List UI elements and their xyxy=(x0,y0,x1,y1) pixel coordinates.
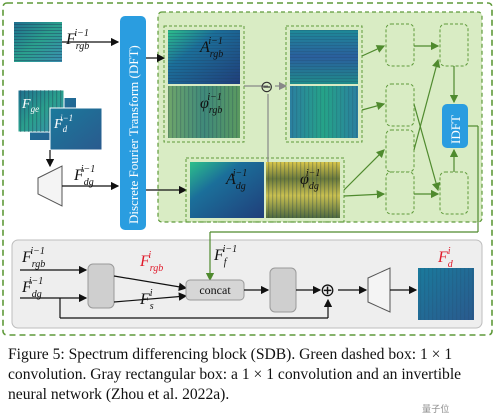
dft-label: Discrete Fourier Transform (DFT) xyxy=(126,45,141,224)
label-f-d: Fdi−1 xyxy=(53,113,73,134)
figure-caption: Figure 5: Spectrum differencing block (S… xyxy=(8,346,462,403)
sdb-diagram: Frgbi−1 Fge Fdi−1 Fdgi−1 Discrete Fourie… xyxy=(2,2,493,336)
label-f-d-out: Fdi xyxy=(437,246,454,270)
label-a-dg: Adgi−1 xyxy=(225,168,247,192)
subtract-operator: ⊖ xyxy=(260,79,273,96)
label-f-rgb-input: Frgbi−1 xyxy=(65,28,89,52)
label-f-ge: Fge xyxy=(21,97,39,114)
label-f-rgb-bottom: Frgbi−1 xyxy=(21,246,45,270)
label-phi-dg: φdgi−1 xyxy=(300,168,320,192)
inn-block-1 xyxy=(87,263,115,309)
amplitude-dg-map xyxy=(190,162,264,218)
label-a-rgb: Argbi−1 xyxy=(199,36,223,60)
label-phi-rgb: φrgbi−1 xyxy=(200,92,222,116)
conv-boxes xyxy=(385,23,469,215)
idft-block xyxy=(442,104,468,148)
inn-block-2 xyxy=(269,267,297,313)
difference-spectra-group xyxy=(285,25,363,143)
label-f-f: Ffi−1 xyxy=(213,244,237,268)
conv-box-6 xyxy=(439,171,469,215)
fusion-trapezoid xyxy=(37,165,63,207)
gray-panel xyxy=(11,239,483,329)
dft-block xyxy=(120,16,146,230)
label-f-rgb-out: Frgbi xyxy=(139,250,163,274)
watermark: 量子位 xyxy=(422,405,450,415)
concat-label: concat xyxy=(199,283,231,297)
conv-box-3 xyxy=(385,129,415,173)
conv-box-2 xyxy=(385,83,415,127)
decoder-trapezoid xyxy=(367,267,391,313)
rgb-spectra-group xyxy=(163,25,245,143)
label-f-dg-input: Fdgi−1 xyxy=(73,164,95,188)
conv-box-5 xyxy=(439,23,469,67)
conv-box-1 xyxy=(385,23,415,67)
idft-label: IDFT xyxy=(448,115,463,144)
outer-frame xyxy=(2,2,493,336)
add-operator: ⊕ xyxy=(320,280,335,300)
conv-box-4 xyxy=(385,171,415,215)
label-f-dg-bottom: Fdgi−1 xyxy=(21,276,43,300)
